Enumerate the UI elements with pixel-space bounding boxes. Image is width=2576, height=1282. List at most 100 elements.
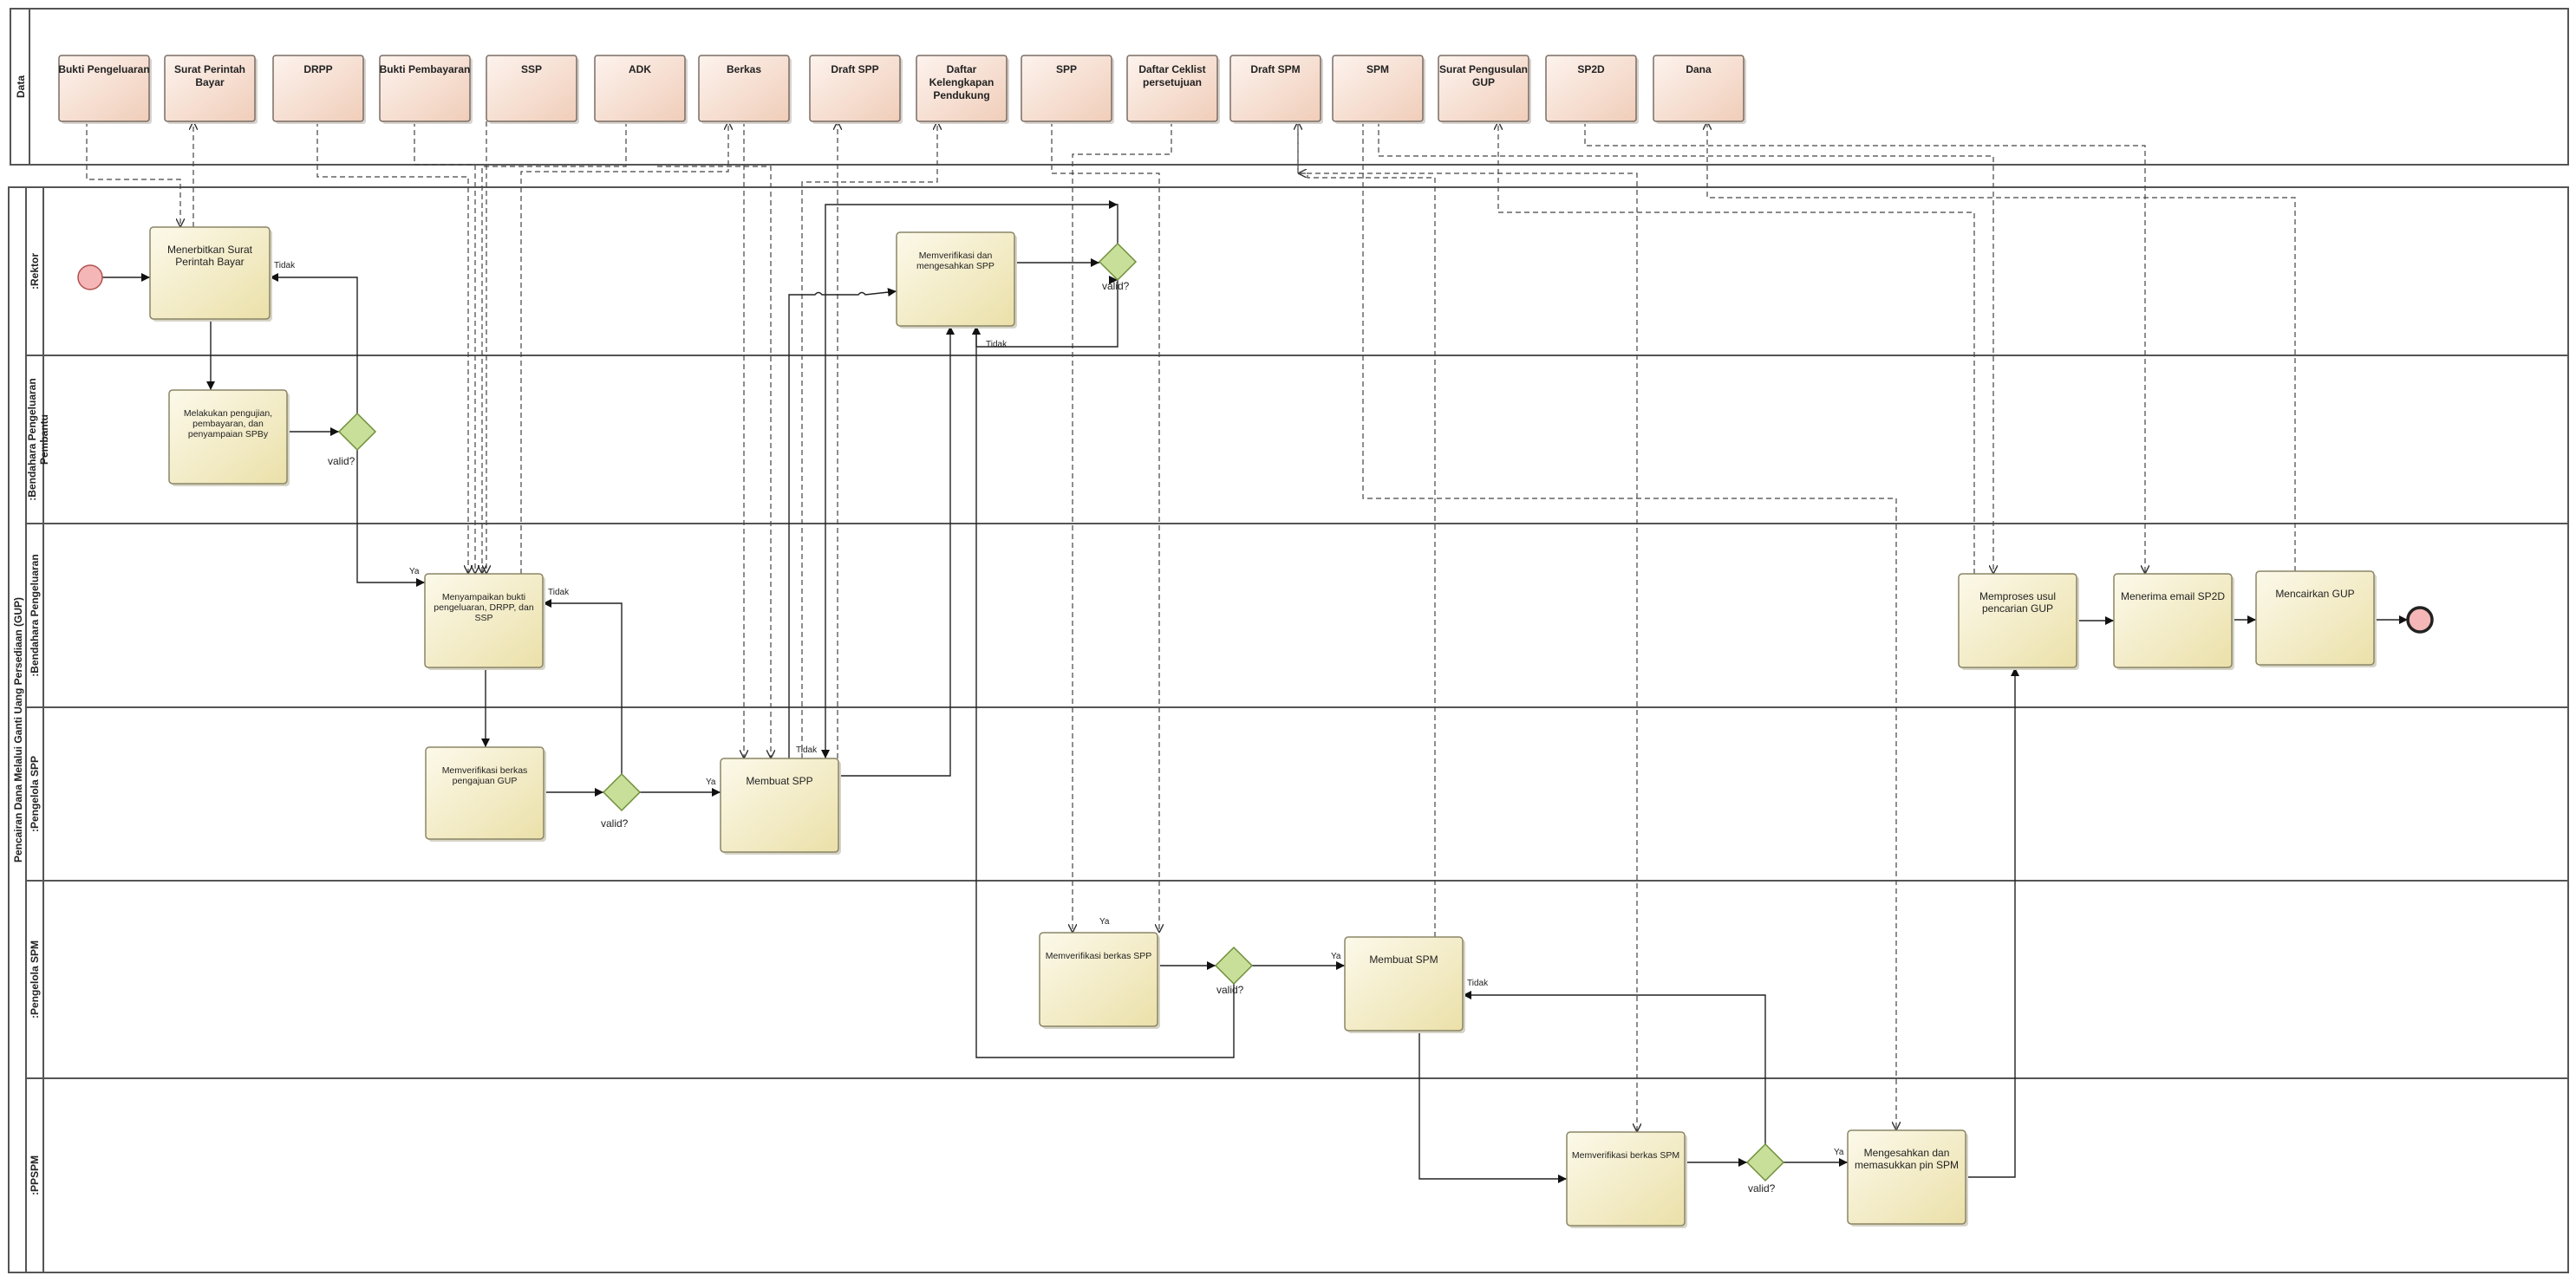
lane-ppspm: :PPSPM: [25, 1077, 2569, 1273]
task-label: Menerima email SP2D: [2121, 590, 2225, 602]
data-association: [86, 121, 180, 227]
edge-label-yes: Ya: [409, 567, 420, 576]
data-object-label-line: Bayar: [195, 76, 225, 88]
gateway-g3[interactable]: valid?: [1098, 242, 1138, 292]
sequence-flow: [1966, 667, 2019, 1178]
task-t9[interactable]: Memverifikasi berkas SPM: [1566, 1131, 1687, 1228]
gateways: valid? valid? valid? valid? valid?: [328, 242, 1785, 1194]
data-association: [1298, 173, 1436, 937]
gateway-label: valid?: [1748, 1182, 1776, 1194]
data-object-label-line: SPM: [1366, 63, 1389, 75]
task-label-line: Memverifikasi dan: [919, 251, 993, 261]
task-label-line: pencarian GUP: [1982, 602, 2053, 615]
task-label: Memverifikasi berkas SPM: [1572, 1150, 1679, 1161]
task-label: Membuat SPM: [1369, 953, 1438, 966]
sequence-flows: [102, 204, 2408, 1183]
gateway-g5[interactable]: valid?: [1745, 1142, 1785, 1194]
sequence-flow: [270, 273, 358, 413]
data-lane: Data: [10, 8, 2569, 166]
task-t7[interactable]: Memverifikasi berkas SPP: [1039, 932, 1160, 1029]
lane-rektor: :Rektor: [25, 186, 2569, 356]
lane-bpp: :Bendahara PengeluaranPembantu: [25, 355, 2569, 524]
edge-label-no: Tidak: [796, 745, 818, 755]
data-object-d5[interactable]: SSP: [486, 55, 579, 124]
lane-title: :Bendahara PengeluaranPembantu: [26, 378, 50, 500]
task-t5[interactable]: Membuat SPP: [720, 758, 841, 855]
gateway-label: valid?: [601, 817, 629, 830]
events: [77, 264, 2434, 634]
task-label-line: pengajuan GUP: [453, 776, 518, 786]
data-object-d10[interactable]: SPP: [1021, 55, 1114, 124]
data-object-label-line: DRPP: [303, 63, 332, 75]
data-object-label: ADK: [629, 63, 651, 75]
lane-title: :PPSPM: [29, 1155, 41, 1195]
data-association: [1073, 121, 1172, 933]
task-label: Memverifikasi berkas SPP: [1046, 951, 1152, 961]
data-association: [657, 166, 771, 758]
gateway-g2[interactable]: valid?: [601, 772, 642, 830]
gateway-g1[interactable]: valid?: [328, 412, 377, 467]
data-object-label-line: Daftar Ceklist: [1138, 63, 1205, 75]
task-label-line: Mencairkan GUP: [2275, 588, 2354, 600]
data-object-d8[interactable]: Draft SPP: [809, 55, 903, 124]
data-object-label-line: Pendukung: [933, 89, 989, 101]
data-object-d4[interactable]: Bukti Pembayaran: [379, 55, 473, 124]
data-object-label: Draft SPP: [831, 63, 878, 75]
data-object-d7[interactable]: Berkas: [698, 55, 792, 124]
gateway-label: valid?: [328, 455, 355, 467]
sequence-flow: [356, 450, 425, 587]
task-t13[interactable]: Mencairkan GUP: [2255, 570, 2377, 667]
task-label-line: Mengesahkan dan: [1864, 1147, 1950, 1159]
lane-title: :Pengelola SPM: [29, 940, 41, 1018]
data-object-label-line: Dana: [1686, 63, 1712, 75]
data-object-label-line: SPP: [1056, 63, 1077, 75]
data-object-d16[interactable]: Dana: [1653, 55, 1746, 124]
lane-title-line: Pembantu: [38, 414, 50, 465]
data-object-d6[interactable]: ADK: [594, 55, 688, 124]
data-object-d1[interactable]: Bukti Pengeluaran: [58, 55, 152, 124]
task-label-line: Memproses usul: [1979, 590, 2056, 602]
gateway-g4[interactable]: valid?: [1214, 946, 1254, 996]
sequence-flow: [1463, 991, 1766, 1144]
task-label-line: Melakukan pengujian,: [184, 408, 272, 419]
edge-label-yes: Ya: [1099, 917, 1110, 927]
task-t8[interactable]: Membuat SPM: [1344, 936, 1465, 1033]
pool: Pencairan Dana Melalui Ganti Uang Persed…: [8, 186, 2569, 1273]
edge-label-no: Tidak: [1467, 979, 1489, 988]
data-object-d12[interactable]: Draft SPM: [1229, 55, 1323, 124]
sequence-flow: [821, 204, 1118, 758]
data-object-d13[interactable]: SPM: [1332, 55, 1425, 124]
gateway-label: valid?: [1216, 984, 1244, 996]
sequence-flow: [1418, 1031, 1567, 1183]
task-t12[interactable]: Menerima email SP2D: [2113, 573, 2234, 670]
sequence-flow: [543, 599, 623, 774]
lane-pspp: :Pengelola SPP: [25, 706, 2569, 882]
data-object-label: Bukti Pembayaran: [380, 63, 471, 75]
edge-label-yes: Ya: [706, 778, 716, 787]
data-association: [1707, 121, 2296, 571]
data-object-label: Bukti Pengeluaran: [58, 63, 149, 75]
data-object-d15[interactable]: SP2D: [1545, 55, 1639, 124]
pool-title: Pencairan Dana Melalui Ganti Uang Persed…: [12, 597, 24, 862]
lane-title: :Bendahara Pengeluaran: [29, 554, 41, 676]
data-object-d3[interactable]: DRPP: [272, 55, 366, 124]
